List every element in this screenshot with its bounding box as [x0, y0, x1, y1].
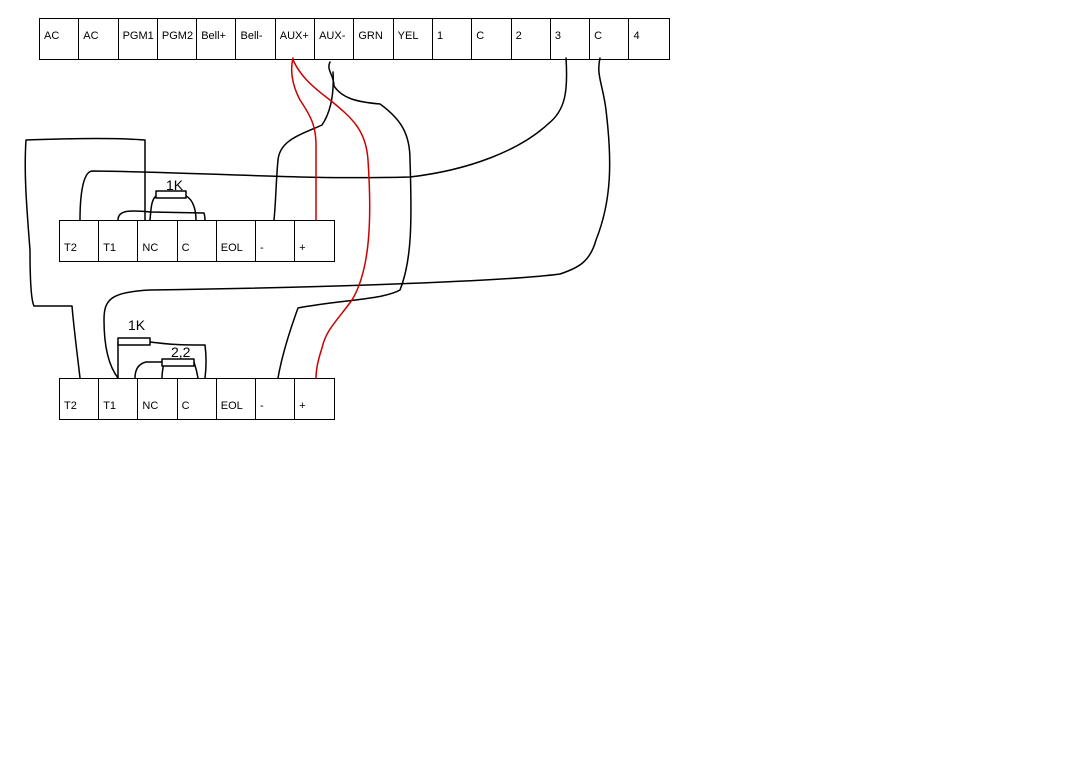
wire-aux-plus-to-top-detector — [290, 57, 317, 221]
resistor-body-bottom-2-2k — [161, 358, 195, 367]
resistor-body-bottom-1k — [117, 337, 151, 346]
terminal-bell: Bell+ — [197, 19, 237, 59]
wire-top-jumper-nc-c — [117, 210, 206, 221]
terminal-plus: + — [299, 400, 306, 412]
terminal-aux: AUX+ — [276, 19, 316, 59]
terminal-ac: AC — [40, 19, 80, 59]
terminal-1: 1 — [433, 19, 473, 59]
terminal-pgm2: PGM2 — [158, 19, 198, 59]
terminal-4: 4 — [633, 30, 640, 42]
terminal-plus: + — [299, 242, 306, 254]
terminal-c: C — [178, 221, 217, 261]
terminal-c: C — [178, 379, 217, 419]
terminal-c: C — [590, 19, 630, 59]
terminal-t2: T2 — [60, 379, 100, 419]
terminal-ac: AC — [79, 19, 119, 59]
terminal-pgm1: PGM1 — [119, 19, 158, 59]
resistor-label-2-2k-bottom: 2,2 — [171, 344, 191, 360]
terminal-minus: - — [256, 221, 296, 261]
terminal-t1: T1 — [99, 379, 139, 419]
terminal-2: 2 — [512, 19, 551, 59]
wire-top-resistor-leads — [149, 195, 197, 221]
wire-aux-minus-to-top-detector-minus — [273, 71, 334, 221]
terminal-nc: NC — [138, 221, 178, 261]
terminal-eol: EOL — [217, 221, 256, 261]
terminal-3: 3 — [551, 19, 591, 59]
terminal-minus: - — [256, 379, 296, 419]
wire-zone3-to-top-detector — [79, 57, 568, 221]
wire-aux-plus-to-bottom-detector — [292, 59, 371, 379]
wire-bottom-jumper-left — [117, 341, 207, 379]
terminal-t2: T2 — [60, 221, 100, 261]
terminal-c: C — [472, 19, 512, 59]
terminal-grn: GRN — [354, 19, 394, 59]
wire-bottom-jumper-right — [134, 361, 199, 379]
terminal-yel: YEL — [394, 19, 433, 59]
terminal-bell: Bell- — [236, 19, 276, 59]
terminal-aux: AUX- — [315, 19, 355, 59]
resistor-label-1k-bottom: 1K — [128, 317, 146, 333]
terminal-eol: EOL — [217, 379, 256, 419]
resistor-label-1k-top: 1K — [166, 177, 184, 193]
terminal-nc: NC — [138, 379, 178, 419]
terminal-t1: T1 — [99, 221, 139, 261]
wire-zone-c-to-bottom-detector — [103, 57, 611, 379]
